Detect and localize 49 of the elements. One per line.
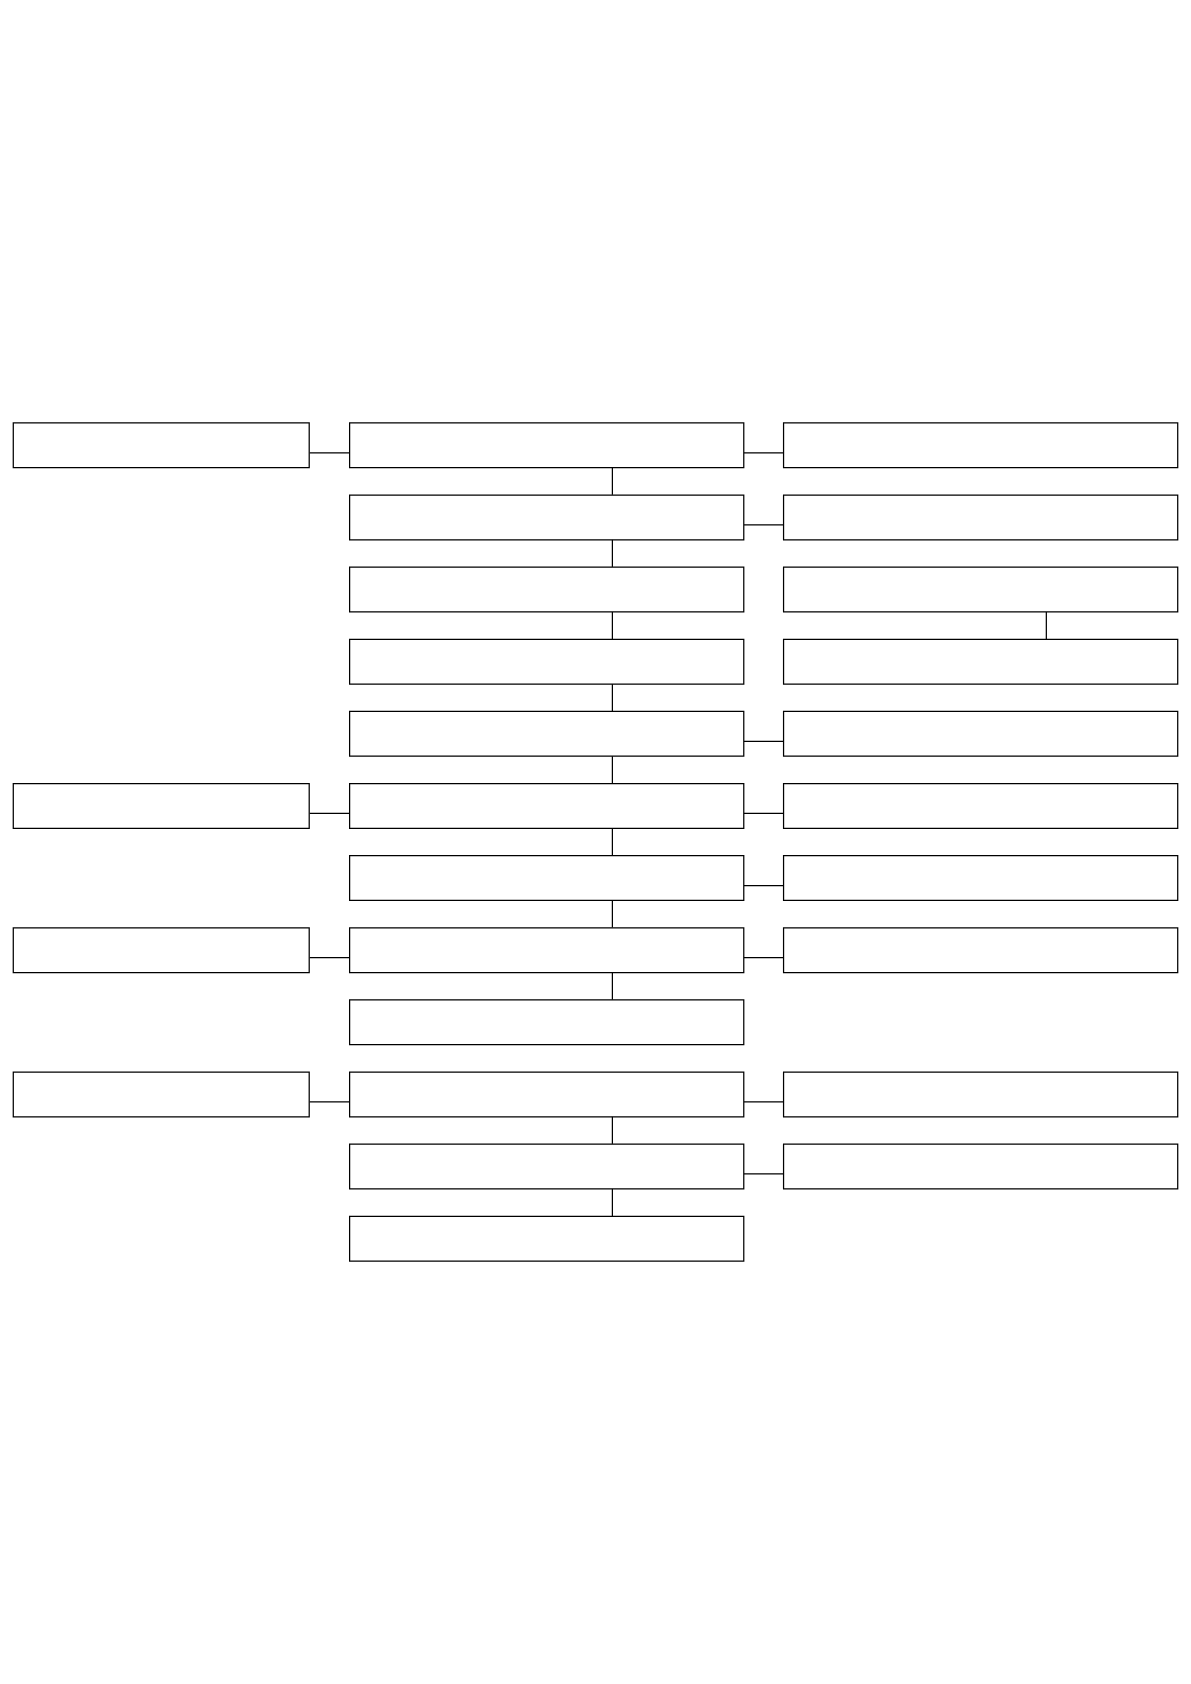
- node-box: [782, 422, 1179, 469]
- node-box: [349, 1215, 745, 1262]
- node-box: [782, 566, 1179, 613]
- node-box: [782, 927, 1179, 974]
- node-box: [349, 782, 745, 829]
- node-box: [349, 422, 745, 469]
- node-box: [349, 566, 745, 613]
- node-box: [782, 1071, 1179, 1118]
- node-box: [349, 999, 745, 1046]
- connector: [743, 957, 784, 959]
- node-box: [12, 927, 310, 974]
- connector: [611, 1116, 613, 1145]
- connector: [309, 1101, 351, 1103]
- connector: [611, 971, 613, 1001]
- node-box: [782, 710, 1179, 757]
- node-box: [349, 638, 745, 685]
- node-box: [12, 422, 310, 469]
- connector: [611, 539, 613, 568]
- connector: [309, 812, 351, 814]
- node-box: [349, 1143, 745, 1190]
- connector: [309, 452, 351, 454]
- connector: [611, 683, 613, 712]
- connector: [743, 1101, 784, 1103]
- node-box: [349, 1071, 745, 1118]
- node-box: [12, 782, 310, 829]
- node-box: [349, 710, 745, 757]
- connector: [611, 611, 613, 640]
- connector: [743, 524, 784, 526]
- connector: [611, 899, 613, 929]
- connector: [743, 740, 784, 742]
- node-box: [782, 494, 1179, 541]
- node-box: [782, 855, 1179, 902]
- node-box: [12, 1071, 310, 1118]
- node-box: [782, 782, 1179, 829]
- connector: [611, 755, 613, 784]
- node-box: [782, 1143, 1179, 1190]
- connector: [611, 467, 613, 496]
- connector: [611, 827, 613, 856]
- connector: [309, 957, 351, 959]
- connector: [611, 1188, 613, 1217]
- connector: [743, 452, 784, 454]
- connector: [743, 812, 784, 814]
- connector: [743, 884, 784, 887]
- connector: [1045, 611, 1047, 640]
- node-box: [349, 855, 745, 902]
- connector: [743, 1173, 784, 1175]
- node-box: [349, 494, 745, 541]
- node-box: [782, 638, 1179, 685]
- node-box: [349, 927, 745, 974]
